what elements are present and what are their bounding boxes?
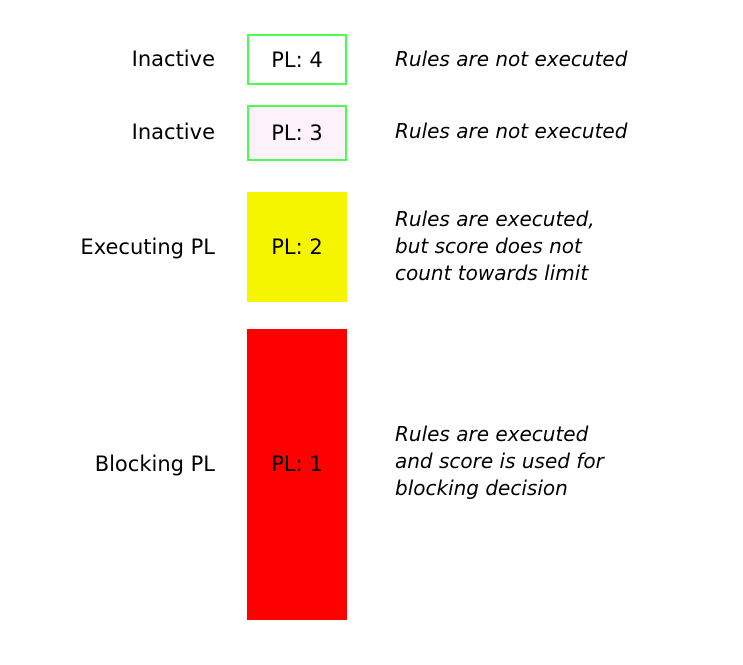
description-line: blocking decision bbox=[395, 476, 568, 500]
description-line: count towards limit bbox=[395, 261, 589, 285]
state-label-pl1: Blocking PL bbox=[94, 452, 215, 476]
description-pl3: Rules are not executed bbox=[395, 118, 725, 145]
description-line: Rules are executed, bbox=[395, 207, 595, 231]
pl-box-label-pl2: PL: 2 bbox=[271, 235, 323, 259]
pl-box-label-pl4: PL: 4 bbox=[271, 47, 323, 72]
pl-box-pl3: PL: 3 bbox=[247, 105, 347, 161]
pl-box-label-pl3: PL: 3 bbox=[271, 121, 323, 145]
state-label-pl4: Inactive bbox=[131, 47, 215, 71]
state-label-pl3: Inactive bbox=[131, 120, 215, 144]
description-pl2: Rules are executed, but score does not c… bbox=[395, 206, 725, 287]
description-line: but score does not bbox=[395, 234, 582, 258]
description-pl1: Rules are executed and score is used for… bbox=[395, 421, 725, 502]
pl-box-label-pl1: PL: 1 bbox=[271, 452, 323, 476]
pl-box-pl1: PL: 1 bbox=[247, 329, 347, 620]
description-line: Rules are not executed bbox=[395, 47, 628, 71]
description-line: Rules are not executed bbox=[395, 119, 628, 143]
pl-box-pl4: PL: 4 bbox=[247, 34, 347, 85]
state-label-pl2: Executing PL bbox=[80, 235, 215, 259]
description-line: and score is used for bbox=[395, 449, 604, 473]
description-line: Rules are executed bbox=[395, 422, 589, 446]
pl-box-pl2: PL: 2 bbox=[247, 192, 347, 302]
description-pl4: Rules are not executed bbox=[395, 46, 725, 73]
